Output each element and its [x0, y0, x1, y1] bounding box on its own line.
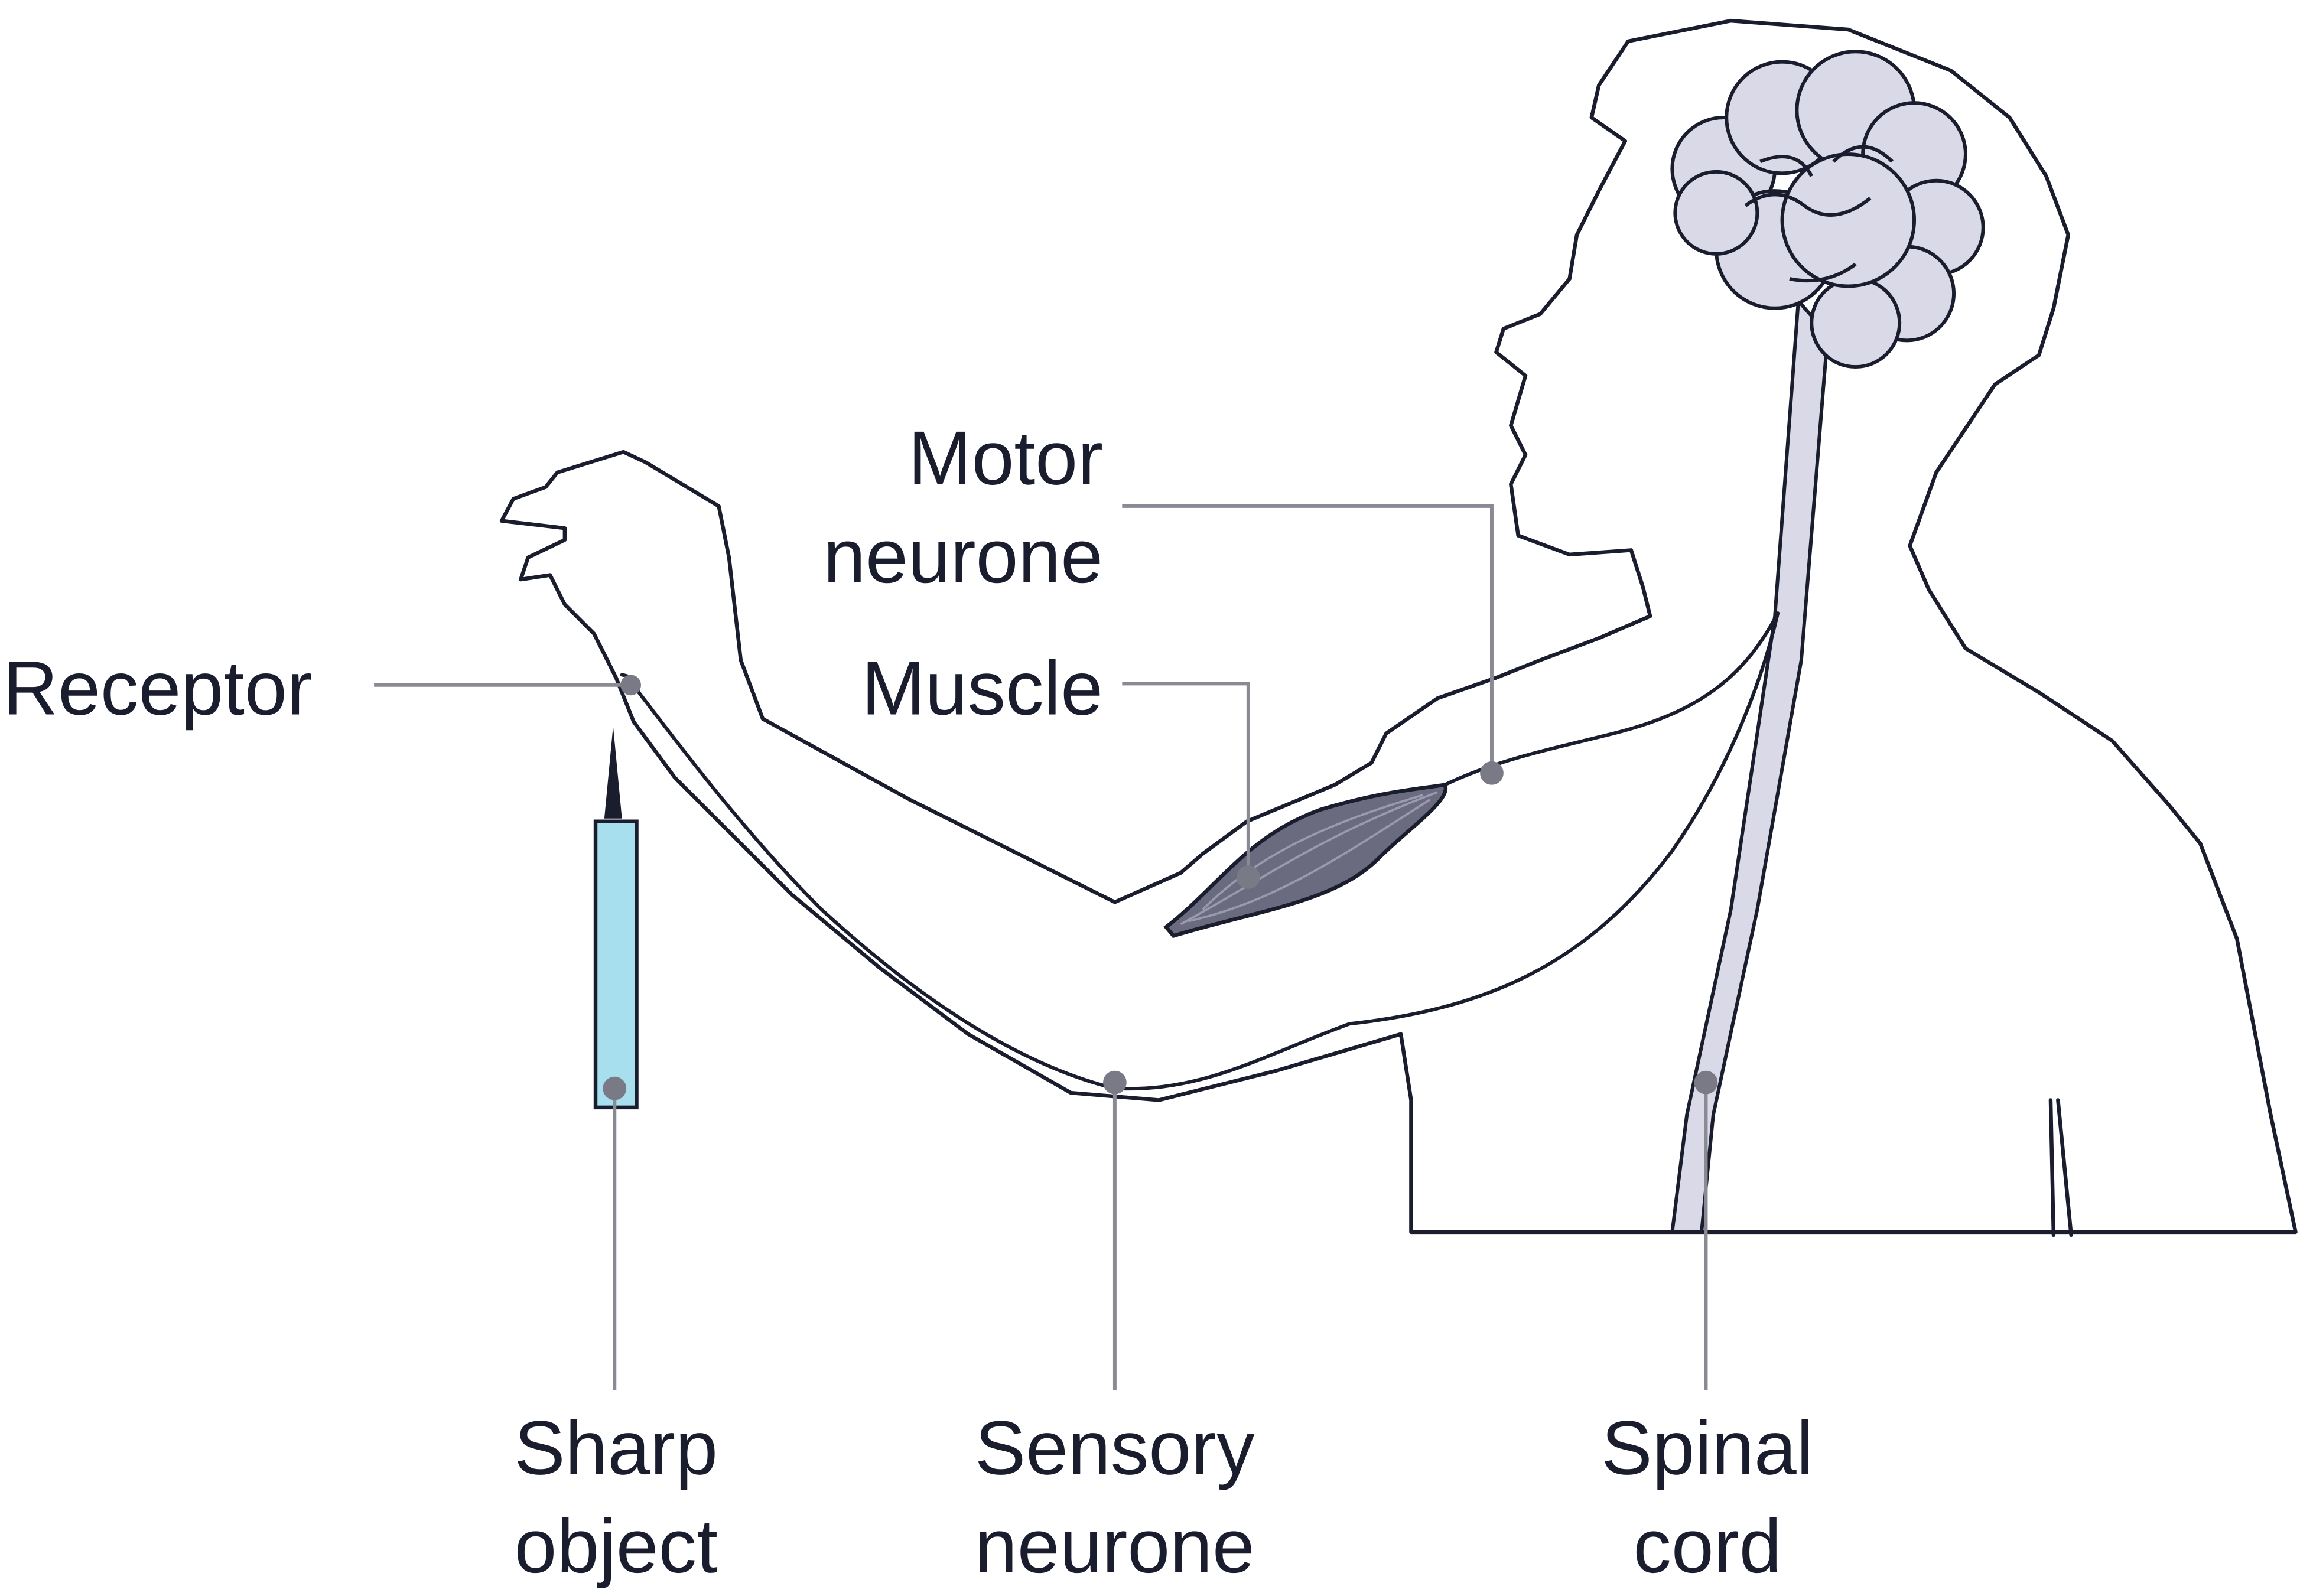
sensory-neurone-path	[629, 611, 1780, 1091]
sharp-object	[593, 726, 639, 1110]
body-outline	[499, 18, 2298, 1235]
torso-bottom-notch	[2048, 1098, 2073, 1237]
sensory-neurone-dot	[1103, 1070, 1127, 1095]
sharp-object-label-2: object	[515, 1504, 718, 1589]
motor-neurone-label-1: Motor	[908, 416, 1103, 501]
muscle-label: Muscle	[861, 646, 1103, 731]
muscle	[1163, 783, 1448, 939]
spinal-cord-label-1: Spinal	[1602, 1406, 1814, 1491]
sensory-neurone-label-1: Sensory	[975, 1406, 1255, 1491]
receptor-label: Receptor	[3, 646, 313, 731]
sharp-object-label-1: Sharp	[515, 1406, 718, 1491]
brain	[1670, 50, 1985, 369]
motor-neurone-leader	[1122, 504, 1494, 773]
receptor-dot	[620, 675, 641, 696]
motor-neurone-dot	[1480, 761, 1504, 785]
muscle-dot	[1236, 865, 1260, 889]
spinal-cord	[1670, 296, 1830, 1234]
motor-neurone-label-2: neurone	[823, 514, 1103, 599]
spinal-cord-label-2: cord	[1633, 1504, 1781, 1589]
sensory-neurone-label-2: neurone	[975, 1504, 1255, 1589]
spinal-cord-dot	[1694, 1070, 1718, 1095]
muscle-fibres	[1180, 791, 1438, 926]
muscle-leader	[1122, 682, 1250, 878]
sharp-object-dot	[603, 1076, 627, 1100]
